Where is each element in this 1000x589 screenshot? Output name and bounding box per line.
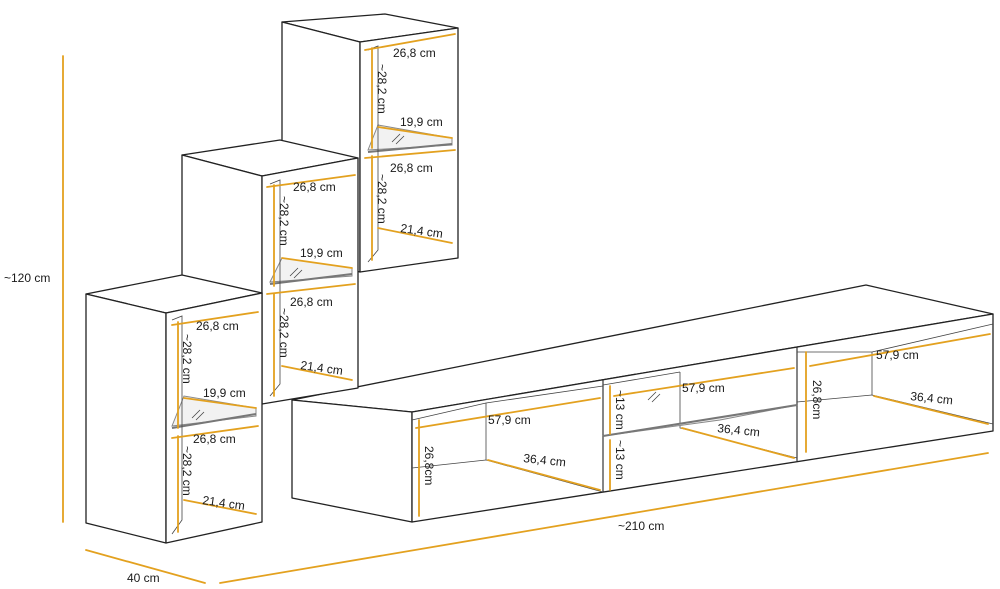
dim-overall-width: [219, 452, 989, 584]
tv-left-back-mid: [411, 459, 487, 469]
dim-tv-mid-width: [613, 367, 795, 397]
label-left-h-top: ~28,2 cm: [180, 334, 194, 384]
label-left-shelf: 19,9 cm: [203, 386, 246, 400]
tv-left-back-top: [411, 385, 604, 421]
label-middle-d-bottom: 21,4 cm: [300, 358, 344, 378]
cabinet-left-side: [85, 293, 167, 544]
dim-left-w-bottom: [171, 425, 259, 439]
dim-left-d-bottom: [183, 499, 257, 515]
label-tv-mid-depth: 36,4 cm: [717, 421, 761, 439]
dimension-labels: ~120 cm 40 cm ~210 cm 26,8 cm ~28,2 cm 1…: [4, 46, 954, 585]
label-middle-w-bottom: 26,8 cm: [290, 295, 333, 309]
dim-left-w-top: [171, 311, 259, 326]
label-overall-height: ~120 cm: [4, 271, 50, 285]
label-right-h-top: ~28,2 cm: [375, 64, 389, 114]
tv-right-back-mid: [796, 394, 873, 403]
tv-stand-front: [411, 313, 994, 523]
dim-tv-mid-depth: [681, 427, 795, 459]
dim-right-w-bottom: [364, 149, 456, 159]
dim-overall-depth: [85, 549, 206, 584]
label-middle-w-top: 26,8 cm: [293, 180, 336, 194]
tv-stand: [291, 284, 994, 523]
cabinet-left-hatch-2: [195, 411, 205, 421]
cabinet-right-glass-edge: [367, 143, 453, 153]
label-right-w-bottom: 26,8 cm: [390, 161, 433, 175]
dimension-lines: [62, 33, 991, 584]
tv-right-back-top: [797, 323, 994, 353]
dim-middle-shelf: [281, 257, 353, 269]
cabinet-left-back: [171, 315, 183, 535]
cabinet-middle-back: [269, 179, 281, 397]
dim-right-d-bottom: [377, 227, 453, 244]
label-overall-depth: 40 cm: [127, 571, 160, 585]
tv-glass-hatch-2: [651, 393, 661, 403]
dim-right-w-top: [364, 33, 456, 51]
label-right-shelf: 19,9 cm: [400, 115, 443, 129]
cabinet-right-front: [359, 27, 459, 273]
label-right-d-bottom: 21,4 cm: [400, 221, 444, 241]
label-middle-h-top: ~28,2 cm: [277, 196, 291, 246]
dim-right-shelf: [377, 126, 453, 139]
label-middle-shelf: 19,9 cm: [300, 246, 343, 260]
label-left-h-bottom: ~28,2 cm: [180, 446, 194, 496]
label-overall-width: ~210 cm: [618, 519, 664, 533]
label-tv-left-width: 57,9 cm: [488, 413, 531, 427]
dim-tv-right-depth: [873, 395, 989, 425]
cabinet-left-hatch-1: [191, 409, 201, 419]
cabinet-middle-hatch-1: [289, 267, 299, 277]
dim-tv-right-width: [809, 333, 991, 367]
cabinet-right-hatch-1: [391, 133, 401, 143]
label-tv-left-depth: 36,4 cm: [523, 451, 567, 469]
cabinet-left-glass-edge: [171, 413, 257, 429]
cabinet-middle-glass-edge: [269, 273, 353, 285]
dim-middle-d-bottom: [281, 365, 353, 381]
dim-left-shelf: [183, 397, 257, 409]
cabinet-right-hatch-2: [395, 135, 405, 145]
label-left-w-bottom: 26,8 cm: [193, 432, 236, 446]
tv-stand-side: [291, 399, 413, 523]
label-left-w-top: 26,8 cm: [196, 319, 239, 333]
label-tv-right-height: 26,8cm: [810, 380, 824, 419]
label-tv-right-width: 57,9 cm: [876, 348, 919, 362]
label-tv-mid-width: 57,9 cm: [682, 381, 725, 395]
tv-glass-edge: [602, 404, 798, 437]
label-tv-left-height: 26,8cm: [422, 446, 436, 485]
label-tv-mid-h-bottom: ~13 cm: [613, 440, 627, 480]
label-right-w-top: 26,8 cm: [393, 46, 436, 60]
label-right-h-bottom: ~28,2 cm: [375, 174, 389, 224]
dim-tv-left-depth: [487, 459, 601, 491]
label-middle-h-bottom: ~28,2 cm: [277, 308, 291, 358]
dim-middle-w-top: [266, 174, 356, 188]
tv-glass-hatch-1: [647, 391, 657, 401]
cabinet-middle-hatch-2: [293, 269, 303, 279]
label-left-d-bottom: 21,4 cm: [202, 493, 246, 513]
dim-tv-left-width: [415, 397, 601, 429]
tv-mid-back-top: [602, 371, 681, 386]
dim-middle-w-bottom: [266, 283, 356, 295]
label-tv-mid-h-top: ~13 cm: [613, 390, 627, 430]
cabinet-left: [85, 274, 263, 544]
label-tv-right-depth: 36,4 cm: [910, 389, 954, 407]
